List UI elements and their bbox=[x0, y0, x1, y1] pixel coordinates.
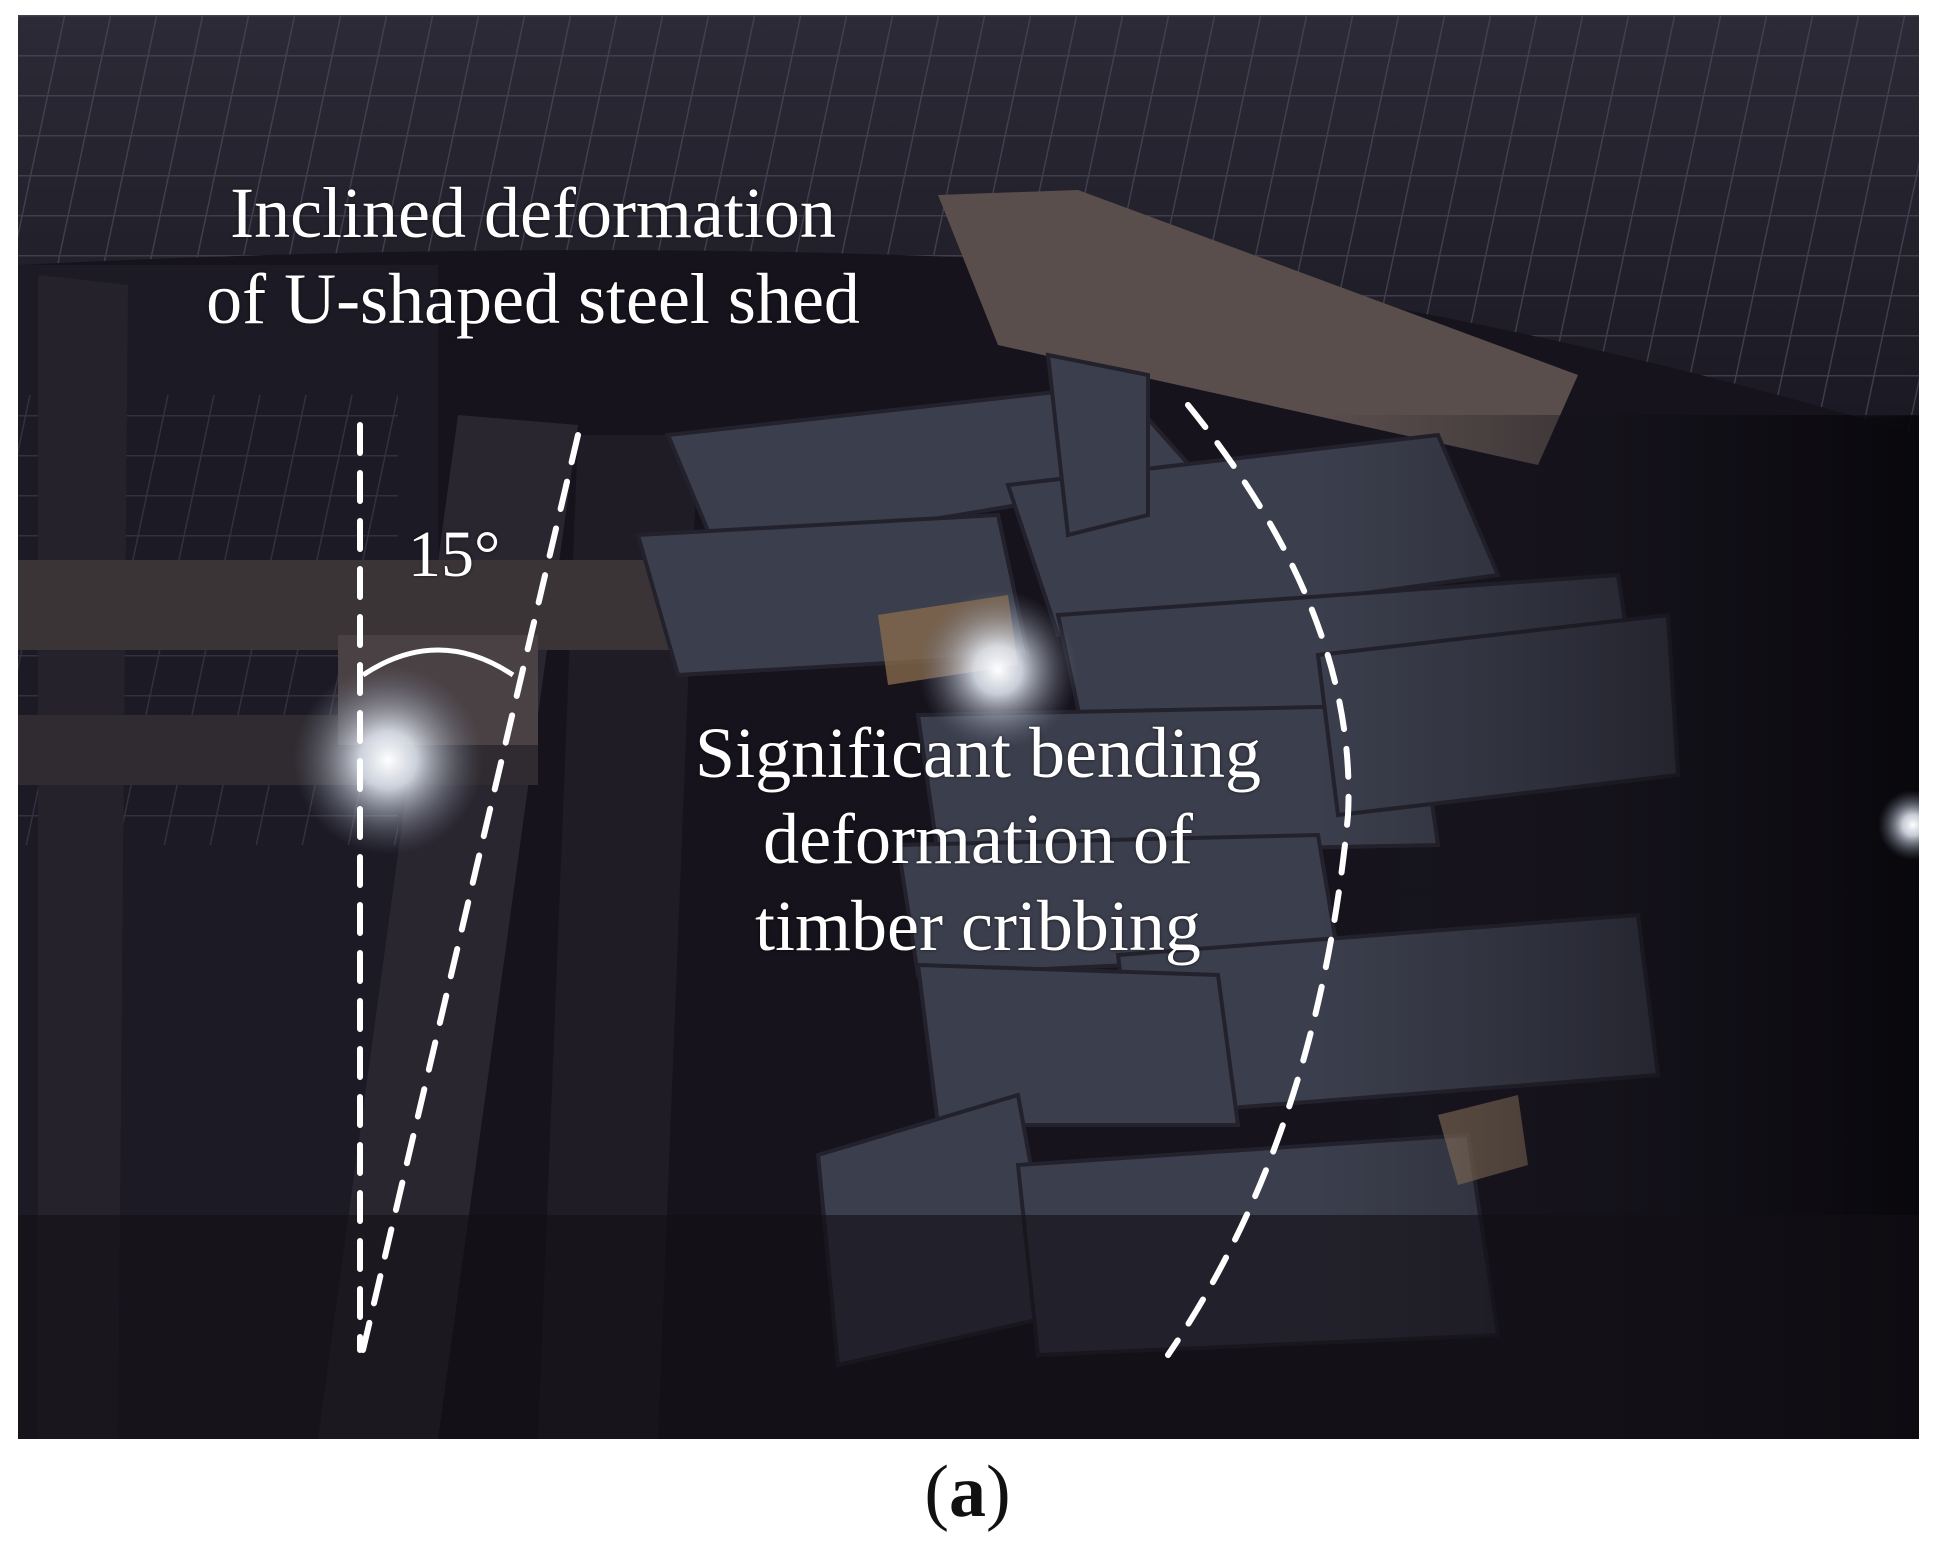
shed-label-line-2: of U-shaped steel shed bbox=[206, 259, 860, 340]
shed-label-line-1: Inclined deformation bbox=[230, 173, 836, 253]
crib-label-line-1: Significant bending bbox=[695, 713, 1261, 793]
figure-caption: (a) bbox=[0, 1450, 1935, 1535]
crib-label-line-2: deformation of bbox=[763, 799, 1193, 880]
crib-label-line-3: timber cribbing bbox=[755, 885, 1201, 966]
mine-roadway-photo: Inclined deformation of U-shaped steel s… bbox=[18, 15, 1919, 1439]
floor-shadow bbox=[18, 1215, 1919, 1439]
bending-curve bbox=[1165, 402, 1352, 1358]
lamp-center bbox=[918, 590, 1078, 750]
lamp-left bbox=[293, 665, 483, 855]
caption-letter: a bbox=[949, 1451, 986, 1533]
inner-post bbox=[538, 435, 698, 1439]
roof-beam bbox=[938, 190, 1578, 465]
caption-close: ) bbox=[986, 1451, 1011, 1533]
inclined-shed-line bbox=[360, 432, 581, 1353]
caption-open: ( bbox=[924, 1451, 949, 1533]
photo-scene bbox=[18, 15, 1919, 1439]
shed-deformation-label: Inclined deformation of U-shaped steel s… bbox=[98, 170, 968, 343]
cribbing-deformation-label: Significant bending deformation of timbe… bbox=[578, 710, 1378, 969]
angle-arc bbox=[361, 647, 515, 678]
angle-label: 15° bbox=[408, 518, 501, 591]
lamp-right bbox=[1878, 790, 1919, 860]
